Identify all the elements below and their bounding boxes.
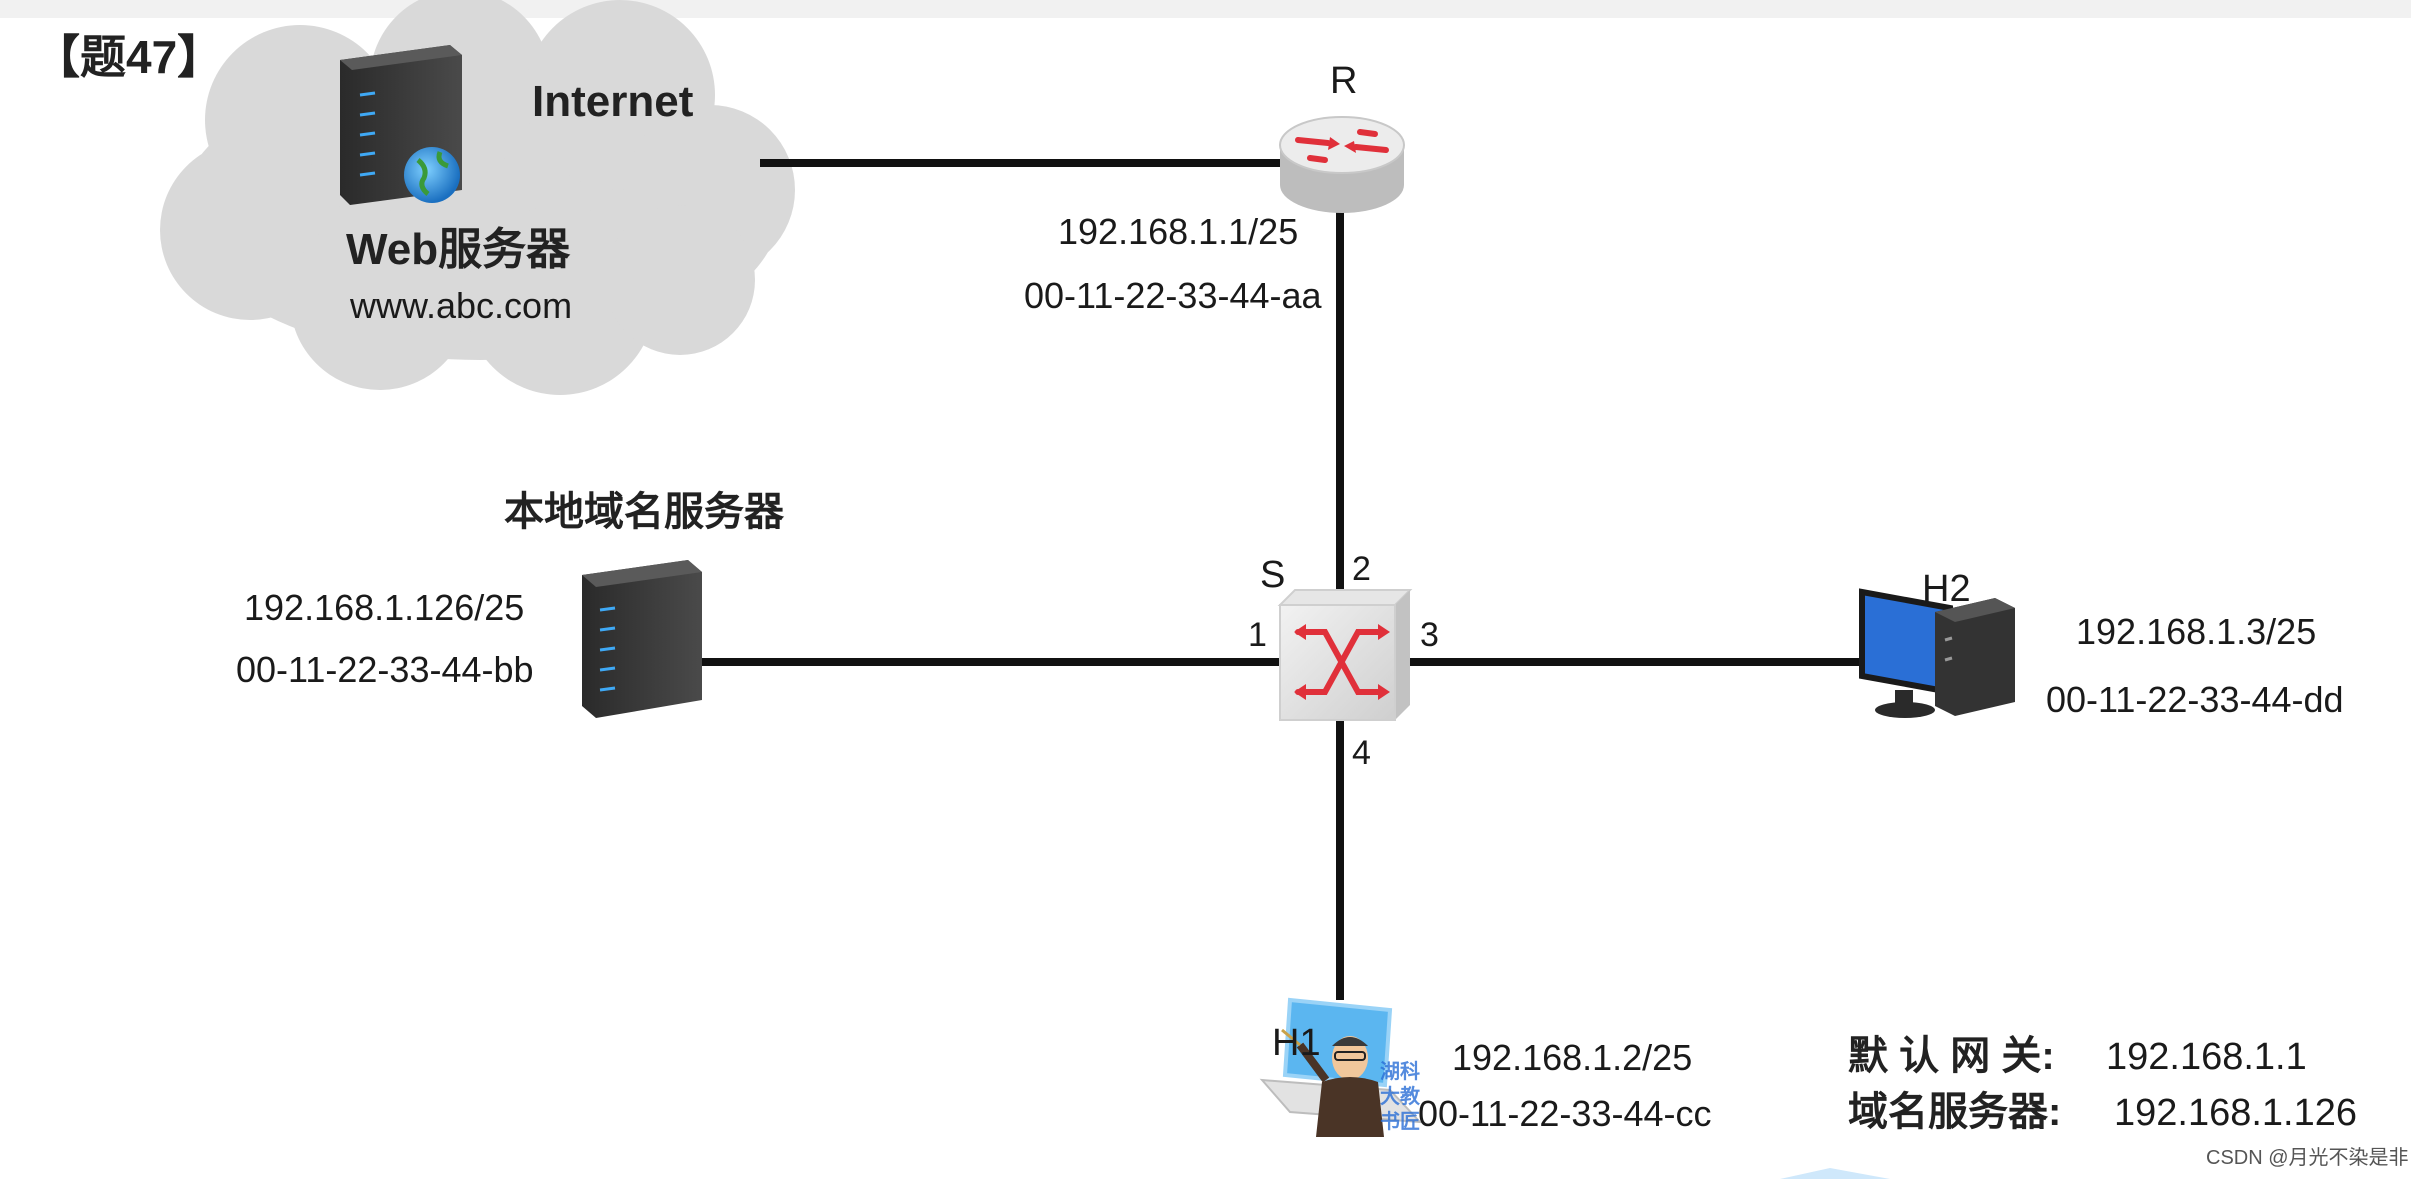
h2-name: H2: [1922, 568, 1971, 610]
gateway-label: 默 认 网 关:: [1848, 1034, 2055, 1078]
globe-icon: [404, 147, 460, 203]
dns-config-value: 192.168.1.126: [2114, 1092, 2358, 1134]
mascot-teacher-icon: [1281, 1028, 1384, 1137]
bottom-glare: [1780, 1168, 1890, 1179]
dns-server-mac: 00-11-22-33-44-bb: [236, 649, 534, 690]
switch-name: S: [1260, 554, 1286, 596]
internet-label: Internet: [532, 77, 694, 126]
switch-port-1: 1: [1248, 616, 1267, 654]
switch-port-4: 4: [1352, 734, 1371, 772]
router-name: R: [1330, 60, 1358, 102]
links: [700, 159, 1880, 1000]
web-server-label: Web服务器: [346, 225, 571, 274]
switch-icon: [1277, 589, 1413, 721]
h1-logo-text: 湖科大教书匠: [1380, 1061, 1420, 1133]
router-mac: 00-11-22-33-44-aa: [1024, 275, 1322, 316]
h2-computer-icon: [1859, 588, 2015, 718]
problem-title: 【题47】: [34, 31, 224, 83]
gateway-value: 192.168.1.1: [2106, 1036, 2307, 1078]
dns-server-ip: 192.168.1.126/25: [244, 587, 525, 628]
internet-cloud: [160, 0, 795, 395]
h1-mac: 00-11-22-33-44-cc: [1418, 1093, 1712, 1134]
h2-mac: 00-11-22-33-44-dd: [2046, 679, 2344, 720]
web-server-domain: www.abc.com: [350, 285, 573, 326]
router-icon: [1279, 116, 1405, 213]
switch-port-3: 3: [1420, 616, 1439, 654]
web-server-icon: [340, 45, 462, 205]
dns-config-label: 域名服务器:: [1848, 1090, 2062, 1134]
h1-ip: 192.168.1.2/25: [1452, 1037, 1693, 1078]
switch-port-2: 2: [1352, 550, 1371, 588]
csdn-watermark: CSDN @月光不染是非: [2206, 1147, 2409, 1169]
top-haze: [0, 0, 2411, 18]
router-ip: 192.168.1.1/25: [1058, 211, 1299, 252]
dns-server-icon: [582, 560, 702, 718]
h2-ip: 192.168.1.3/25: [2076, 611, 2317, 652]
h1-name: H1: [1272, 1022, 1321, 1064]
dns-server-label: 本地域名服务器: [504, 490, 784, 534]
